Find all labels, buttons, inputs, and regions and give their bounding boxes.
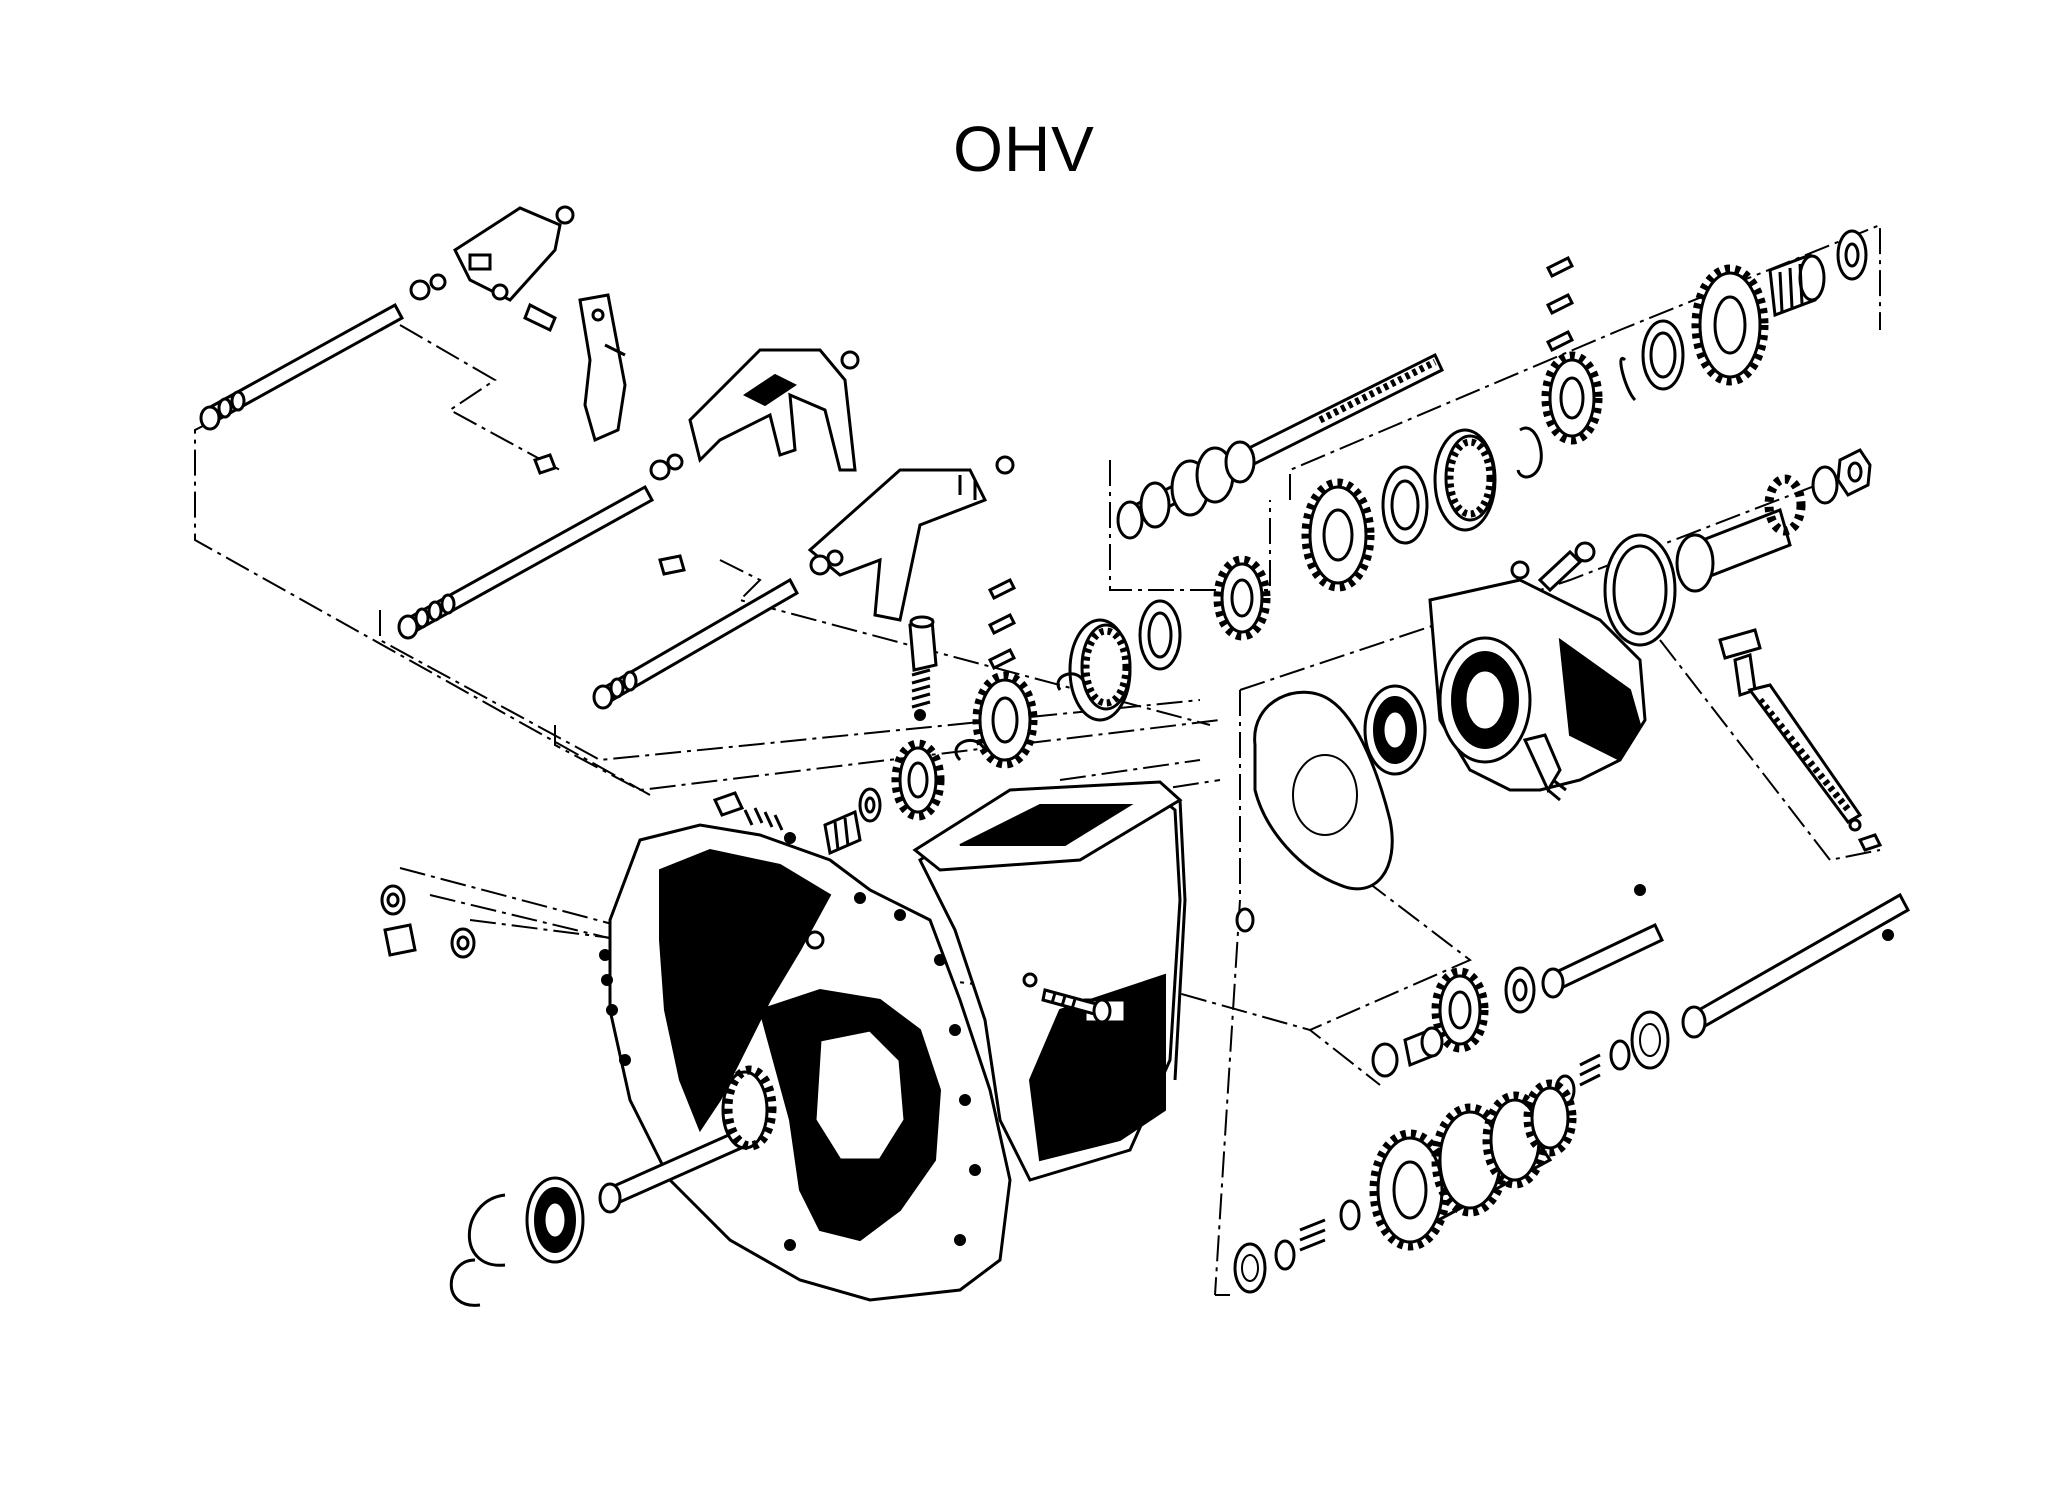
- gear-reverse-slider: [972, 671, 1038, 769]
- countershaft-thrust-washer: [1609, 1010, 1670, 1071]
- mainshaft: [1116, 352, 1444, 540]
- gear-small-front: [891, 739, 945, 821]
- washer-front: [858, 787, 882, 823]
- synchro-hub-2-3: [1433, 428, 1497, 532]
- extension-housing: [1428, 541, 1647, 802]
- thrust-washer-upper: [1836, 229, 1868, 281]
- gear-fourth: [1691, 264, 1769, 386]
- circlip-input-1: [467, 1193, 506, 1267]
- circlip-upper-2: [1619, 356, 1637, 402]
- case-stud: [1041, 988, 1112, 1024]
- selector-fork-lower: [658, 455, 1015, 622]
- needle-rollers-front: [1274, 1199, 1361, 1271]
- reverse-idler-shaft: [1541, 884, 1664, 999]
- selector-rail-top: [199, 302, 405, 431]
- selector-rail-middle: [397, 484, 655, 640]
- selector-fork-middle: [533, 348, 860, 481]
- keys-upper: [1545, 255, 1575, 353]
- needle-bearing-upper: [1768, 252, 1826, 318]
- gear-first: [1213, 555, 1271, 641]
- diagram-title: OHV: [953, 113, 1095, 185]
- synchro-hub-1: [1068, 618, 1132, 722]
- circlip-middle: [1056, 672, 1087, 691]
- idler-bushings: [1371, 1026, 1444, 1078]
- gear-third: [1541, 351, 1603, 445]
- reverse-idler-gear: [1431, 966, 1536, 1053]
- gasket: [1253, 690, 1394, 891]
- rear-bearing: [1363, 684, 1427, 776]
- countershaft: [1681, 892, 1911, 1039]
- speedo-drive: [1718, 628, 1883, 852]
- synchro-ring-3: [1641, 319, 1685, 391]
- synchro-ring-1: [1138, 599, 1182, 671]
- lock-washer-nut: [1811, 448, 1872, 505]
- input-shaft: [598, 1065, 777, 1214]
- countershaft-front-washer: [1233, 1242, 1267, 1294]
- circlip-input-2: [449, 1258, 481, 1307]
- gearbox-housing: [599, 780, 1187, 1302]
- detent-spring-lower: [712, 791, 796, 844]
- gear-second: [1301, 478, 1375, 592]
- output-flange: [1675, 474, 1806, 593]
- bushings-left: [380, 884, 1255, 959]
- circlip-lower: [954, 738, 987, 762]
- input-bearing: [525, 1176, 585, 1264]
- selector-rail-lower: [592, 577, 800, 710]
- cluster-gear: [1369, 1079, 1577, 1251]
- reverse-lever: [578, 293, 627, 443]
- selector-fork-top: [409, 205, 575, 302]
- detent-plunger: [908, 615, 938, 721]
- synchro-ring-2: [1381, 465, 1429, 545]
- interlock-pin: [523, 302, 557, 333]
- circlip-upper: [1516, 426, 1543, 479]
- needle-bearing-front: [823, 809, 862, 856]
- keys-middle: [987, 577, 1017, 671]
- oil-seal: [1603, 533, 1677, 647]
